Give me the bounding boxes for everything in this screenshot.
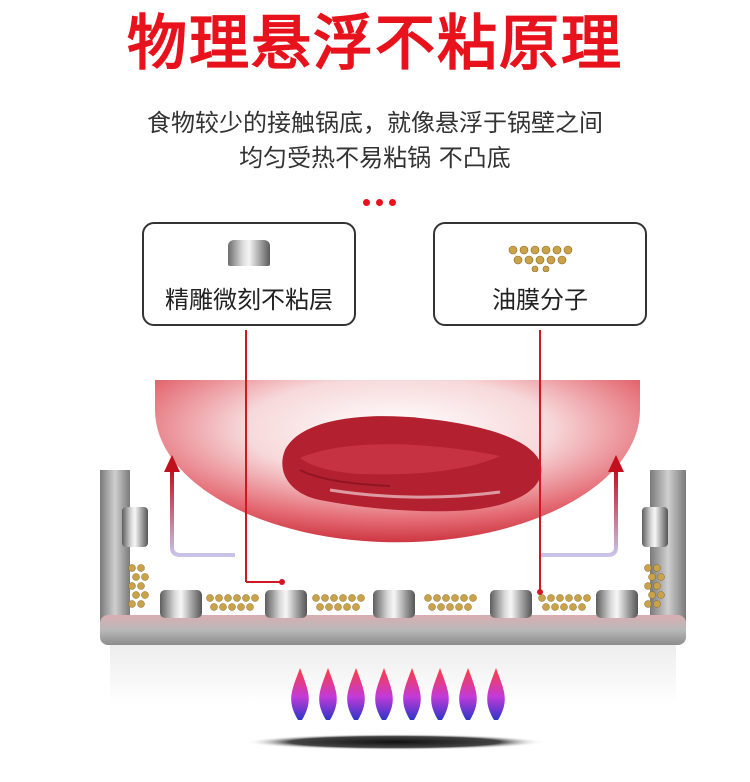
arrow-head-left xyxy=(164,455,180,472)
page-title: 物理悬浮不粘原理 xyxy=(127,9,623,79)
pan-base xyxy=(100,615,686,645)
cylinder-icon xyxy=(228,240,270,266)
pan-reflection xyxy=(110,645,676,705)
callout-oil-film: 油膜分子 xyxy=(433,222,647,326)
callout-nonstick-layer: 精雕微刻不粘层 xyxy=(142,222,356,326)
callout-label-nonstick: 精雕微刻不粘层 xyxy=(165,286,333,314)
oil-molecule-icon xyxy=(508,245,573,272)
callout-label-oil: 油膜分子 xyxy=(492,286,588,314)
bottom-cylinders xyxy=(160,590,638,618)
heat-arrow-left xyxy=(170,470,235,557)
meat-image xyxy=(282,416,542,512)
wall-cylinder-left xyxy=(122,507,148,547)
subtitle-line-2: 均匀受热不易粘锅 不凸底 xyxy=(239,144,511,172)
burner-plate xyxy=(245,734,545,750)
oil-beads xyxy=(128,564,665,611)
decorative-dots xyxy=(363,191,411,206)
burner-flames xyxy=(291,668,505,720)
heat-arrow-right xyxy=(540,470,618,557)
arrow-head-right xyxy=(608,455,624,472)
subtitle-line-1: 食物较少的接触锅底，就像悬浮于锅壁之间 xyxy=(147,109,603,137)
wall-cylinder-right xyxy=(642,507,668,547)
